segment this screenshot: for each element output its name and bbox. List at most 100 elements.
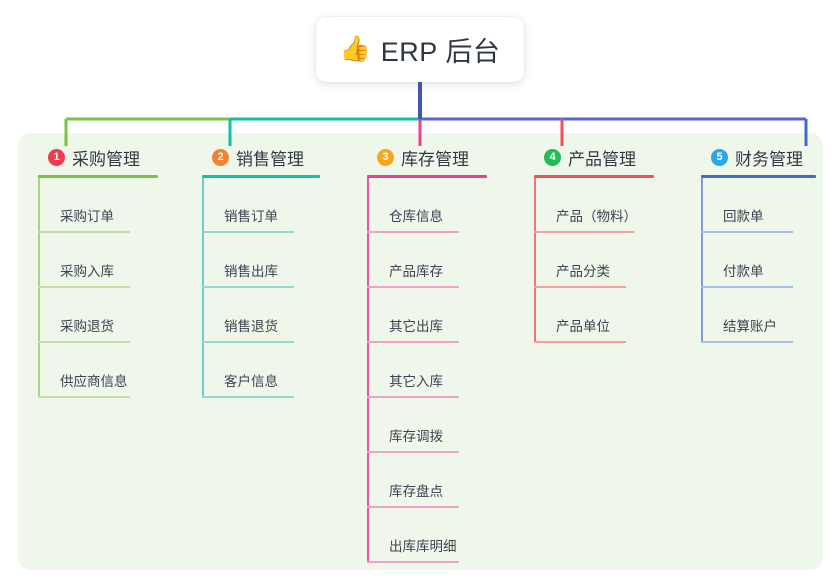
- branch-header-4[interactable]: 4 产品管理: [524, 145, 684, 169]
- branch-item[interactable]: 付款单: [691, 233, 839, 288]
- branch-item-rule: [534, 231, 634, 233]
- branch-item-rule: [202, 231, 294, 233]
- branch-item-rule: [701, 231, 793, 233]
- branch-item-rule: [367, 506, 459, 508]
- branch-item[interactable]: 回款单: [691, 178, 839, 233]
- branch-number-badge: 5: [711, 148, 728, 166]
- branch-item-list: 产品（物料） 产品分类产品单位: [524, 178, 684, 343]
- branch-number-badge: 1: [48, 148, 65, 166]
- branch-item[interactable]: 产品单位: [524, 288, 684, 343]
- thumbs-up-icon: 👍: [339, 35, 371, 63]
- branch-title: 销售管理: [236, 149, 304, 169]
- branch-spine: [38, 178, 40, 398]
- branch-item-label: 采购退货: [60, 319, 114, 334]
- branch-item[interactable]: 库存盘点: [357, 453, 517, 508]
- branch-column-4: 4 产品管理产品（物料） 产品分类产品单位: [524, 145, 684, 343]
- branch-header-2[interactable]: 2 销售管理: [192, 145, 352, 169]
- branch-item-label: 产品分类: [556, 264, 610, 279]
- branch-item-label: 回款单: [723, 209, 764, 224]
- branch-item-label: 采购订单: [60, 209, 114, 224]
- branch-item[interactable]: 库存调拨: [357, 398, 517, 453]
- branch-item-list: 仓库信息产品库存其它出库其它入库库存调拨库存盘点出库库明细: [357, 178, 517, 563]
- branch-item-label: 产品（物料）: [556, 209, 637, 224]
- branch-item-label: 销售出库: [224, 264, 278, 279]
- branch-item-label: 销售退货: [224, 319, 278, 334]
- branch-column-1: 1 采购管理采购订单采购入库采购退货供应商信息: [28, 145, 188, 398]
- branch-item-label: 出库库明细: [389, 539, 457, 554]
- branch-item[interactable]: 采购入库: [28, 233, 188, 288]
- branch-item-label: 其它出库: [389, 319, 443, 334]
- branch-item[interactable]: 出库库明细: [357, 508, 517, 563]
- branch-item-label: 结算账户: [723, 319, 777, 334]
- branch-item-rule: [367, 451, 459, 453]
- branch-header-rule: [534, 175, 654, 178]
- branch-item-rule: [38, 231, 130, 233]
- branch-item-label: 付款单: [723, 264, 764, 279]
- branch-item[interactable]: 仓库信息: [357, 178, 517, 233]
- branch-spine: [367, 178, 369, 563]
- branch-title: 产品管理: [568, 149, 636, 169]
- branch-item-rule: [367, 286, 459, 288]
- branch-spine: [202, 178, 204, 398]
- branch-item[interactable]: 其它出库: [357, 288, 517, 343]
- branch-title: 库存管理: [401, 149, 469, 169]
- branch-item[interactable]: 产品库存: [357, 233, 517, 288]
- branch-item-label: 仓库信息: [389, 209, 443, 224]
- branch-item-rule: [202, 341, 294, 343]
- branch-item-rule: [367, 561, 459, 563]
- branch-header-1[interactable]: 1 采购管理: [28, 145, 188, 169]
- branch-item-label: 客户信息: [224, 374, 278, 389]
- branch-item[interactable]: 销售出库: [192, 233, 352, 288]
- branch-item[interactable]: 结算账户: [691, 288, 839, 343]
- diagram-panel: [18, 133, 823, 570]
- root-title: ERP 后台: [380, 37, 501, 67]
- branch-item-rule: [367, 396, 459, 398]
- branch-item-list: 采购订单采购入库采购退货供应商信息: [28, 178, 188, 398]
- branch-header-rule: [38, 175, 158, 178]
- root-node[interactable]: 👍 ERP 后台: [316, 17, 524, 82]
- branch-spine: [534, 178, 536, 343]
- branch-item-label: 库存盘点: [389, 484, 443, 499]
- branch-item-rule: [701, 341, 793, 343]
- branch-item[interactable]: 销售订单: [192, 178, 352, 233]
- branch-item-rule: [701, 286, 793, 288]
- branch-item-rule: [202, 396, 294, 398]
- branch-header-3[interactable]: 3 库存管理: [357, 145, 517, 169]
- branch-header-rule: [202, 175, 320, 178]
- branch-number-badge: 3: [377, 148, 394, 166]
- branch-item-rule: [38, 396, 130, 398]
- branch-header-rule: [367, 175, 487, 178]
- branch-item-label: 库存调拨: [389, 429, 443, 444]
- branch-item-list: 销售订单销售出库销售退货客户信息: [192, 178, 352, 398]
- branch-header-rule: [701, 175, 816, 178]
- branch-item[interactable]: 销售退货: [192, 288, 352, 343]
- branch-item[interactable]: 其它入库: [357, 343, 517, 398]
- branch-item-rule: [38, 341, 130, 343]
- branch-item[interactable]: 采购订单: [28, 178, 188, 233]
- branch-item-label: 销售订单: [224, 209, 278, 224]
- branch-item-label: 采购入库: [60, 264, 114, 279]
- branch-item[interactable]: 产品分类: [524, 233, 684, 288]
- branch-column-3: 3 库存管理仓库信息产品库存其它出库其它入库库存调拨库存盘点出库库明细: [357, 145, 517, 563]
- branch-item-rule: [534, 286, 626, 288]
- branch-item-rule: [38, 286, 130, 288]
- branch-item-rule: [534, 341, 626, 343]
- branch-item[interactable]: 客户信息: [192, 343, 352, 398]
- branch-item-rule: [202, 286, 294, 288]
- branch-column-2: 2 销售管理销售订单销售出库销售退货客户信息: [192, 145, 352, 398]
- branch-item[interactable]: 采购退货: [28, 288, 188, 343]
- branch-item[interactable]: 供应商信息: [28, 343, 188, 398]
- branch-item-label: 产品库存: [389, 264, 443, 279]
- branch-number-badge: 2: [212, 148, 229, 166]
- branch-title: 采购管理: [72, 149, 140, 169]
- branch-number-badge: 4: [544, 148, 561, 166]
- branch-spine: [701, 178, 703, 343]
- branch-item-label: 产品单位: [556, 319, 610, 334]
- branch-item-list: 回款单付款单结算账户: [691, 178, 839, 343]
- branch-item-rule: [367, 231, 459, 233]
- branch-item-label: 其它入库: [389, 374, 443, 389]
- branch-item[interactable]: 产品（物料）: [524, 178, 684, 233]
